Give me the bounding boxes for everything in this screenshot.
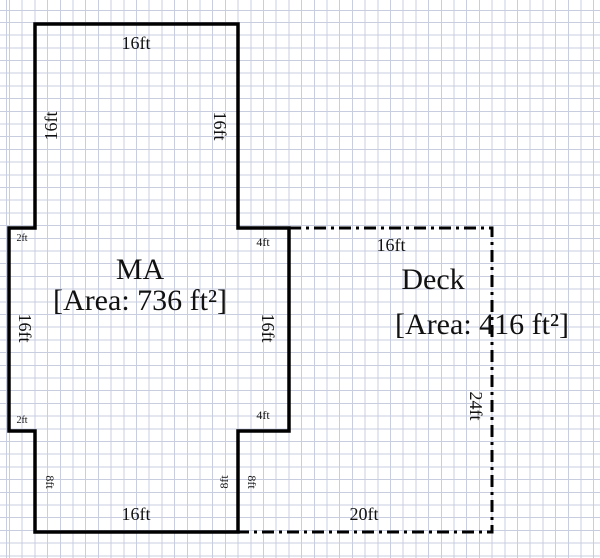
dim-ma-right-bottom-step: 4ft: [256, 408, 270, 422]
dim-ma-upper-left: 16ft: [41, 111, 61, 141]
dim-ma-lower-right-inner: 8ft: [217, 475, 231, 489]
dim-ma-left-bottom-step: 2ft: [16, 415, 28, 426]
room-name-deck: Deck: [401, 263, 465, 296]
dim-deck-bottom: 20ft: [349, 504, 379, 524]
dim-ma-bottom: 16ft: [121, 504, 151, 524]
dim-ma-right-top-step: 4ft: [256, 235, 270, 249]
room-area-deck: [Area: 416 ft²]: [395, 308, 569, 341]
dim-ma-mid-left: 16ft: [15, 313, 35, 343]
dim-ma-lower-right-outer: 8ft: [245, 475, 259, 489]
dim-ma-mid-right: 16ft: [258, 313, 278, 343]
room-name-ma: MA: [115, 253, 165, 286]
deck-outline: [238, 226, 494, 534]
dim-ma-lower-left: 8ft: [43, 475, 57, 489]
dim-deck-top: 16ft: [376, 235, 406, 255]
dim-ma-left-top-step: 2ft: [16, 233, 28, 244]
room-area-ma: [Area: 736 ft²]: [53, 284, 227, 317]
dim-ma-upper-right: 16ft: [210, 111, 230, 141]
dim-deck-right: 24ft: [466, 391, 486, 421]
dim-ma-top: 16ft: [121, 33, 151, 53]
